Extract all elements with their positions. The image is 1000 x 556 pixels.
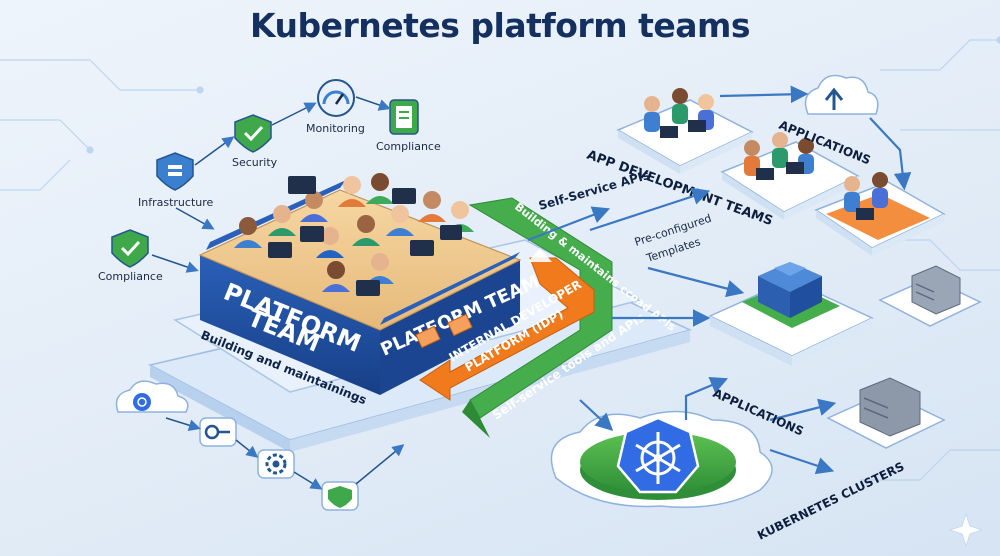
circuit-background [0, 36, 1000, 481]
laptop-icon [756, 168, 774, 180]
shield-check-icon [234, 114, 272, 153]
security-label: Security [232, 156, 278, 169]
page-title: Kubernetes platform teams [249, 6, 751, 45]
capability-nodes: Infrastructure Security Monitoring Compl… [98, 79, 441, 283]
monitor-icon [410, 240, 434, 256]
platform-front-face [200, 255, 380, 395]
monitor-icon [268, 242, 292, 258]
monitor-icon [288, 176, 316, 194]
shield-check-icon [328, 486, 352, 508]
monitor-icon [356, 280, 380, 296]
monitor-icon [300, 226, 324, 242]
engineer [352, 215, 380, 246]
sparkle-icon [948, 512, 984, 548]
self-service-apis-label: Self-Service APIs [537, 168, 651, 213]
gear-node [257, 449, 295, 479]
cloud-upload-node [804, 74, 879, 115]
laptop-icon [688, 120, 706, 132]
shield-check-icon [111, 229, 149, 268]
engineer [322, 261, 350, 292]
dev-team-pod-3 [814, 172, 946, 256]
engineer [268, 205, 296, 236]
node-security: Security [232, 114, 278, 169]
engineer [338, 176, 366, 207]
engineer [316, 227, 344, 258]
monitors [268, 176, 462, 296]
infrastructure-label: Infrastructure [138, 196, 214, 209]
laptop-icon [786, 162, 804, 174]
bottom-left-icons [115, 380, 405, 511]
monitor-icon [392, 188, 416, 204]
engineer [418, 191, 446, 222]
cloud-kubernetes-node [115, 380, 189, 413]
engineer [234, 217, 262, 248]
engineer [366, 173, 394, 204]
dev-team-pod-1 [616, 88, 754, 174]
platform-engineers [234, 173, 474, 292]
template-cubes [758, 262, 822, 318]
node-monitoring: Monitoring [306, 79, 365, 135]
app-development-teams: APPLICATIONS APP DEVELOPMENT TEAMS [585, 74, 946, 256]
monitoring-label: Monitoring [306, 122, 365, 135]
cloud-upload-icon [824, 87, 844, 110]
gauge-icon [317, 79, 355, 117]
kubernetes-cluster [550, 410, 773, 509]
flow-arrows [527, 85, 912, 475]
node-infrastructure: Infrastructure [138, 152, 214, 209]
server-icon [911, 265, 961, 315]
compliance-left-label: Compliance [98, 270, 163, 283]
compliance-top-label: Compliance [376, 140, 441, 153]
kubernetes-clusters-label: KUBERNETES CLUSTERS [755, 459, 906, 542]
node-compliance-left: Compliance [98, 229, 163, 283]
templates-platform: Pre-configured Templates [633, 212, 874, 366]
platform-team-building: PLATFORM TEAM PLATFORM TEAM Building and… [198, 173, 543, 407]
monitor-icon [440, 225, 462, 240]
node-compliance-top: Compliance [376, 99, 441, 153]
engineer [386, 205, 414, 236]
gear-icon [265, 453, 287, 475]
server-icon [859, 377, 921, 437]
kubernetes-icon [133, 393, 151, 411]
dev-team-pod-2 [720, 132, 860, 220]
laptop-icon [660, 126, 678, 138]
key-node [199, 417, 237, 447]
capability-connectors [151, 96, 391, 273]
server-rack-bottom [826, 377, 946, 449]
engineer [300, 191, 328, 222]
server-rack-top [878, 265, 982, 327]
server-icon [156, 152, 194, 191]
shield-node [321, 481, 359, 511]
laptop-icon [856, 208, 874, 220]
